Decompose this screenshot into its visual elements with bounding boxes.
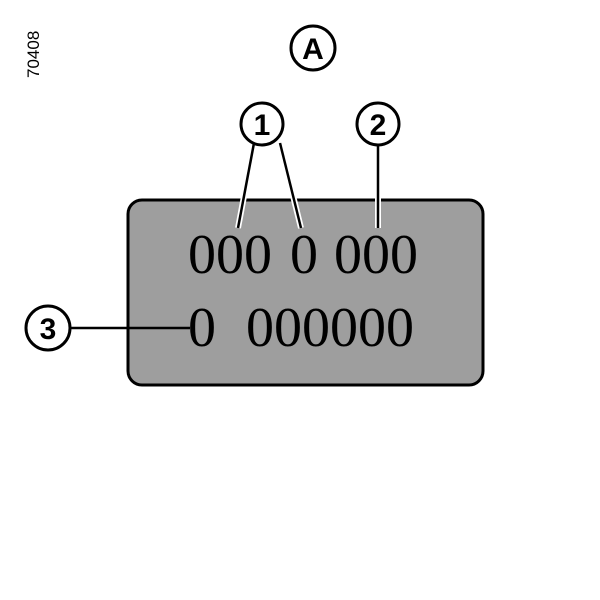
callout-1-leaders — [235, 142, 304, 229]
callout-1-circle — [239, 101, 285, 147]
callout-2-label: 2 — [370, 109, 387, 142]
display-line1-group-a: 000 — [188, 224, 272, 286]
title-callout-label: A — [302, 33, 324, 66]
callout-1-label: 1 — [254, 109, 271, 142]
callout-3-circle — [24, 304, 72, 352]
reference-code: 70408 — [24, 31, 43, 78]
callout-3-label: 3 — [40, 313, 57, 346]
display-line1-group-b: 0 — [290, 224, 318, 286]
title-callout-circle — [289, 24, 337, 72]
callout-2-circle — [355, 101, 401, 147]
display-panel — [126, 198, 485, 387]
display-line2-group-b: 000000 — [246, 297, 414, 359]
display-line2-group-a: 0 — [188, 297, 216, 359]
display-line1-group-c: 000 — [334, 224, 418, 286]
